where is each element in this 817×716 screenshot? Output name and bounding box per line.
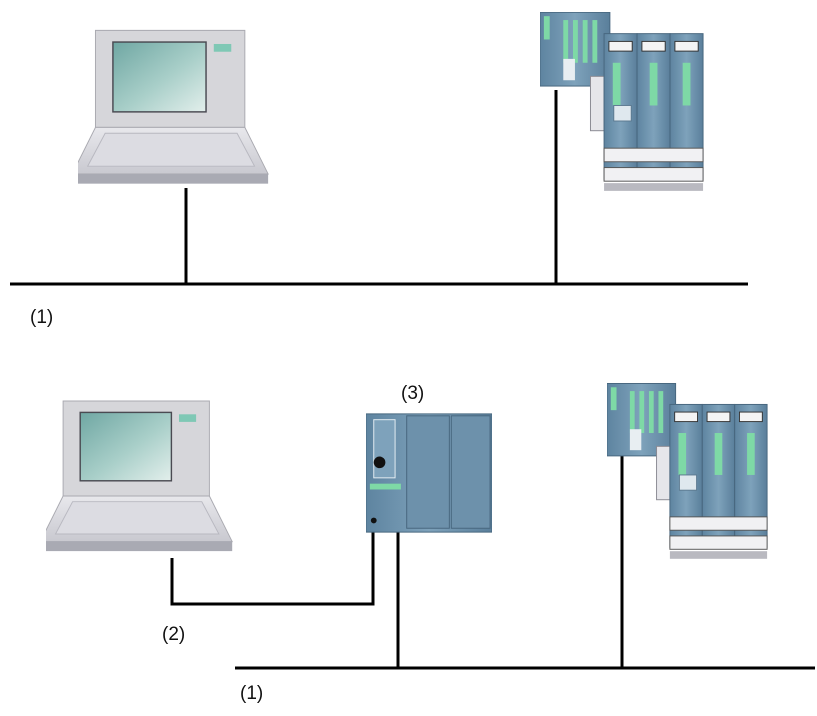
cpu-label: (3) <box>401 383 425 404</box>
cpu-module-icon <box>366 413 492 533</box>
bus-label-top: (1) <box>30 307 54 328</box>
programming-device-icon <box>46 400 233 552</box>
pg-cable-label: (2) <box>162 624 186 645</box>
io-station-icon <box>607 382 768 560</box>
programming-device-icon <box>78 29 269 185</box>
pg-cable-line <box>170 532 375 606</box>
bus-label-bottom: (1) <box>240 683 264 704</box>
io-station-icon <box>540 12 704 192</box>
